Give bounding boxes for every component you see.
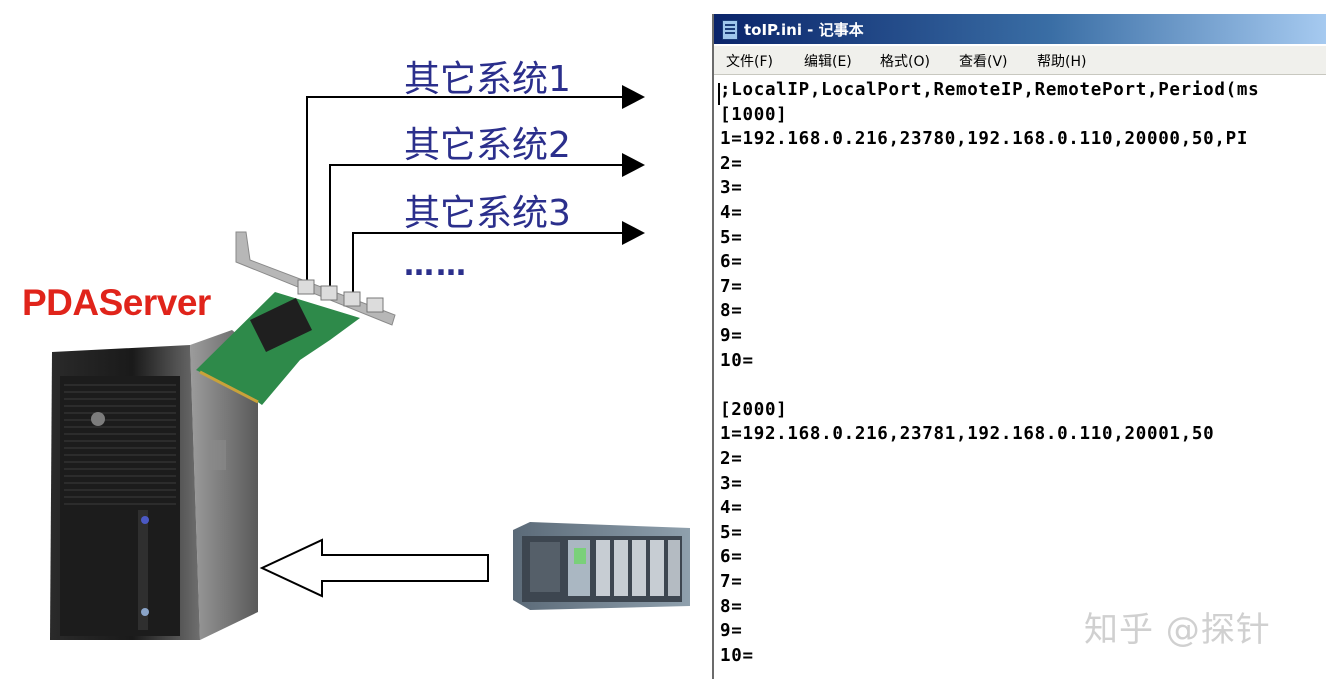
text-line: 10= xyxy=(720,350,754,371)
menu-view[interactable]: 查看(V) xyxy=(959,54,1008,70)
notepad-icon xyxy=(722,20,738,40)
text-line: 3= xyxy=(720,473,743,494)
text-line: 1=192.168.0.216,23781,192.168.0.110,2000… xyxy=(720,424,1215,445)
text-line: 7= xyxy=(720,276,743,297)
notepad-window: toIP.ini - 记事本 文件(F) 编辑(E) 格式(O) 查看(V) 帮… xyxy=(712,14,1326,679)
text-line: 8= xyxy=(720,301,743,322)
output-label-1: 其它系统1 xyxy=(404,59,571,100)
text-line: 2= xyxy=(720,449,743,469)
text-line: [1000] xyxy=(720,104,788,125)
arrow-line-1 xyxy=(306,96,625,285)
network-card-icon xyxy=(196,231,396,405)
arrow-head-2 xyxy=(622,153,645,177)
text-line: 1=192.168.0.216,23780,192.168.0.110,2000… xyxy=(720,129,1249,150)
text-line: 5= xyxy=(720,522,743,543)
output-label-2: 其它系统2 xyxy=(404,125,571,166)
text-line: 9= xyxy=(720,326,743,346)
arrow-head-1 xyxy=(622,85,645,109)
text-line: 5= xyxy=(720,227,743,248)
menu-bar: 文件(F) 编辑(E) 格式(O) 查看(V) 帮助(H) xyxy=(714,46,1326,75)
menu-edit[interactable]: 编辑(E) xyxy=(804,54,852,70)
window-title: toIP.ini - 记事本 xyxy=(744,21,864,39)
more-outputs-ellipsis: …… xyxy=(404,248,468,283)
text-line: 6= xyxy=(720,547,743,568)
text-editor-area[interactable]: ;LocalIP,LocalPort,RemoteIP,RemotePort,P… xyxy=(720,80,1326,679)
watermark: 知乎 @探针 xyxy=(1084,610,1271,650)
output-label-3: 其它系统3 xyxy=(404,193,571,234)
arrow-line-2 xyxy=(329,164,625,290)
text-line: 4= xyxy=(720,203,743,223)
text-line: 10= xyxy=(720,645,754,666)
server-label: PDAServer xyxy=(22,282,211,323)
output-arrows xyxy=(306,96,625,296)
system-diagram: 其它系统1 其它系统2 其它系统3 …… PDAServer xyxy=(22,59,690,640)
menu-help[interactable]: 帮助(H) xyxy=(1037,54,1087,70)
arrow-line-3 xyxy=(352,232,625,296)
text-line: 3= xyxy=(720,178,743,199)
text-line: 2= xyxy=(720,153,743,174)
menu-file[interactable]: 文件(F) xyxy=(726,54,773,70)
text-line: 7= xyxy=(720,572,743,592)
text-line: [2000] xyxy=(720,399,788,420)
input-arrow xyxy=(259,538,489,598)
server-tower-icon xyxy=(50,330,258,640)
window-titlebar[interactable]: toIP.ini - 记事本 xyxy=(714,14,1326,44)
arrow-head-3 xyxy=(622,221,645,245)
text-caret xyxy=(718,83,720,105)
diagram-graphics xyxy=(50,85,690,640)
plc-device-icon xyxy=(513,522,690,610)
menu-format[interactable]: 格式(O) xyxy=(880,54,930,70)
text-line: ;LocalIP,LocalPort,RemoteIP,RemotePort,P… xyxy=(720,80,1260,100)
text-line: 4= xyxy=(720,498,743,519)
text-line: 6= xyxy=(720,252,743,273)
text-line: 9= xyxy=(720,621,743,642)
text-line: 8= xyxy=(720,596,743,617)
